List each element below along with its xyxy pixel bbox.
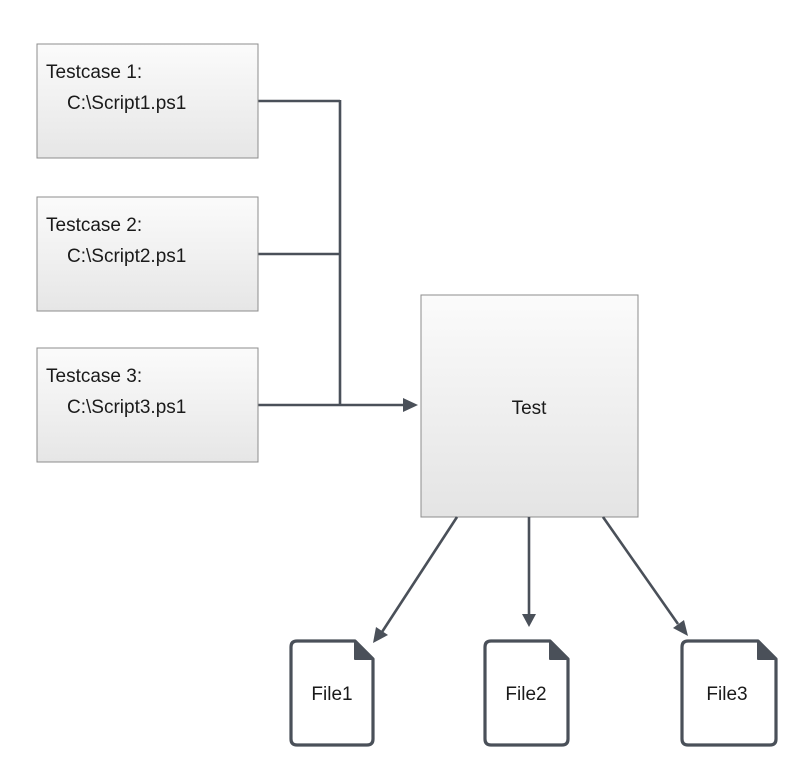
file2-label: File2 [505,684,546,705]
testcase-box-3[interactable]: Testcase 3: C:\Script3.ps1 [36,347,259,463]
arrowhead-to-test [403,398,418,412]
testcase-2-path: C:\Script2.ps1 [67,246,186,267]
testcase-1-path: C:\Script1.ps1 [67,93,186,114]
testcase-1-title: Testcase 1: [46,62,142,83]
testcase-3-title: Testcase 3: [46,366,142,387]
testcase-box-2[interactable]: Testcase 2: C:\Script2.ps1 [36,196,259,312]
file1-icon[interactable]: File1 [289,639,375,747]
arrowhead-file2 [522,614,536,627]
arrowhead-file1 [373,627,388,643]
arrowhead-file3 [673,620,688,636]
file3-icon[interactable]: File3 [680,639,778,747]
testcase-box-1[interactable]: Testcase 1: C:\Script1.ps1 [36,43,259,159]
output-connectors [373,516,688,643]
file2-icon[interactable]: File2 [483,639,570,747]
testcase-2-title: Testcase 2: [46,215,142,236]
test-label: Test [512,398,548,419]
file1-label: File1 [311,684,352,705]
file3-label: File3 [706,684,747,705]
test-box[interactable]: Test [420,294,639,518]
testcase-3-path: C:\Script3.ps1 [67,397,186,418]
connector-test-to-file1 [380,516,459,633]
connector-test-to-file3 [601,516,680,625]
connectors [258,99,418,412]
